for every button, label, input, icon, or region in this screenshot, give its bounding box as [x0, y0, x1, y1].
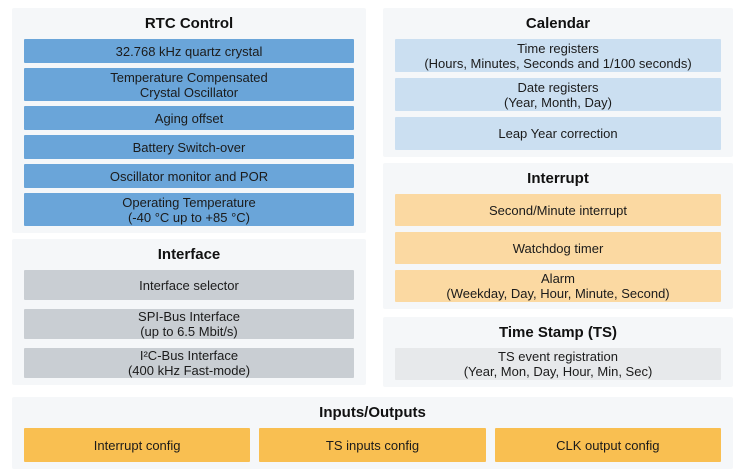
block-leap-year-correction: Leap Year correction	[395, 117, 721, 150]
block-label: CLK output config	[556, 437, 660, 453]
block-label: Alarm	[541, 271, 575, 286]
block-label: SPI-Bus Interface	[138, 309, 240, 324]
block-oscillator-monitor-por: Oscillator monitor and POR	[24, 164, 354, 188]
block-date-registers: Date registers (Year, Month, Day)	[395, 78, 721, 111]
section-title-time-stamp: Time Stamp (TS)	[498, 324, 618, 341]
block-label: 32.768 kHz quartz crystal	[115, 43, 263, 59]
block-second-minute-interrupt: Second/Minute interrupt	[395, 194, 721, 226]
block-label: Leap Year correction	[498, 126, 618, 141]
section-title-interrupt: Interrupt	[527, 170, 589, 187]
block-label: Oscillator monitor and POR	[109, 168, 269, 184]
block-time-registers: Time registers (Hours, Minutes, Seconds …	[395, 39, 721, 72]
block-interrupt-config: Interrupt config	[24, 428, 251, 462]
section-rtc-control: RTC Control 32.768 kHz quartz crystal Te…	[12, 8, 366, 233]
interface-block-list: Interface selector SPI-Bus Interface (up…	[24, 270, 354, 378]
block-label: Interrupt config	[93, 437, 181, 453]
block-interface-selector: Interface selector	[24, 270, 354, 300]
interrupt-block-list: Second/Minute interrupt Watchdog timer A…	[395, 194, 721, 302]
block-label: (Hours, Minutes, Seconds and 1/100 secon…	[424, 55, 692, 71]
block-ts-event-registration: TS event registration (Year, Mon, Day, H…	[395, 348, 721, 380]
section-title-calendar: Calendar	[525, 15, 591, 32]
block-aging-offset: Aging offset	[24, 106, 354, 130]
block-label: Operating Temperature	[122, 194, 256, 210]
block-label: Second/Minute interrupt	[488, 202, 628, 218]
block-ts-inputs-config: TS inputs config	[259, 428, 486, 462]
block-label: (up to 6.5 Mbit/s)	[140, 324, 238, 339]
block-label: Date registers	[517, 79, 599, 95]
section-interface: Interface Interface selector SPI-Bus Int…	[12, 239, 366, 385]
block-label: Temperature Compensated	[110, 69, 268, 85]
io-block-row: Interrupt config TS inputs config CLK ou…	[24, 428, 721, 462]
block-spi-bus-interface: SPI-Bus Interface (up to 6.5 Mbit/s)	[24, 309, 354, 339]
block-label: I²C-Bus Interface	[139, 348, 239, 363]
section-inputs-outputs: Inputs/Outputs Interrupt config TS input…	[12, 397, 733, 469]
block-label: TS event registration	[498, 349, 618, 364]
block-label: (Year, Month, Day)	[504, 94, 612, 110]
section-calendar: Calendar Time registers (Hours, Minutes,…	[383, 8, 733, 157]
block-quartz-crystal: 32.768 kHz quartz crystal	[24, 39, 354, 63]
block-clk-output-config: CLK output config	[494, 428, 721, 462]
calendar-block-list: Time registers (Hours, Minutes, Seconds …	[395, 39, 721, 150]
block-label: Aging offset	[154, 110, 224, 126]
block-label: (Year, Mon, Day, Hour, Min, Sec)	[463, 364, 653, 379]
block-watchdog-timer: Watchdog timer	[395, 232, 721, 264]
time-stamp-block-list: TS event registration (Year, Mon, Day, H…	[395, 348, 721, 380]
block-operating-temperature: Operating Temperature (-40 °C up to +85 …	[24, 193, 354, 226]
block-label: Time registers	[517, 40, 599, 56]
block-tcxo: Temperature Compensated Crystal Oscillat…	[24, 68, 354, 101]
block-label: (-40 °C up to +85 °C)	[127, 209, 251, 225]
block-label: Watchdog timer	[512, 240, 604, 256]
block-alarm: Alarm (Weekday, Day, Hour, Minute, Secon…	[395, 270, 721, 302]
block-label: TS inputs config	[325, 437, 420, 453]
block-label: (400 kHz Fast-mode)	[127, 363, 251, 378]
section-interrupt: Interrupt Second/Minute interrupt Watchd…	[383, 163, 733, 309]
block-label: Crystal Oscillator	[139, 84, 239, 100]
block-label: Battery Switch-over	[132, 139, 246, 155]
section-title-interface: Interface	[157, 246, 221, 263]
block-label: (Weekday, Day, Hour, Minute, Second)	[446, 286, 670, 301]
block-i2c-bus-interface: I²C-Bus Interface (400 kHz Fast-mode)	[24, 348, 354, 378]
block-label: Interface selector	[139, 277, 239, 293]
section-title-inputs-outputs: Inputs/Outputs	[319, 404, 426, 421]
block-battery-switchover: Battery Switch-over	[24, 135, 354, 159]
section-title-rtc-control: RTC Control	[144, 15, 234, 32]
rtc-block-list: 32.768 kHz quartz crystal Temperature Co…	[24, 39, 354, 226]
section-time-stamp: Time Stamp (TS) TS event registration (Y…	[383, 317, 733, 387]
